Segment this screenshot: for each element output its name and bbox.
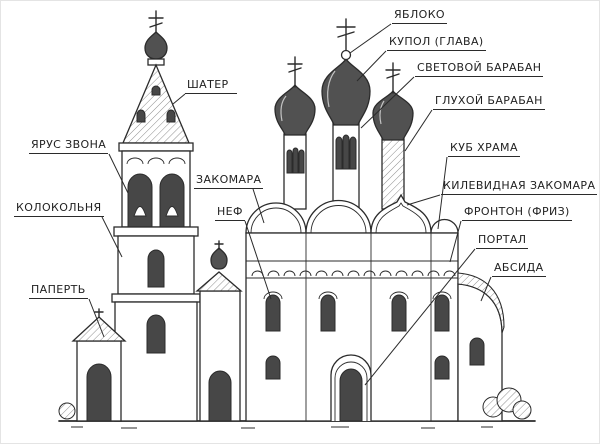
label-kilevidnaya-zakomara: КИЛЕВИДНАЯ ЗАКОМАРА (441, 180, 598, 195)
label-svetovoy-baraban: СВЕТОВОЙ БАРАБАН (415, 62, 544, 77)
label-glukhoy-baraban: ГЛУХОЙ БАРАБАН (433, 95, 545, 110)
apple-orb (340, 49, 352, 61)
label-zakomara: ЗАКОМАРА (194, 174, 264, 189)
main-church (245, 18, 505, 422)
label-yarus-zvona: ЯРУС ЗВОНА (29, 139, 109, 154)
bushes (58, 387, 532, 420)
onion-domes (274, 57, 414, 141)
keel-zakomara (370, 193, 432, 234)
crosses (287, 18, 401, 94)
label-shater: ШАТЕР (185, 79, 237, 94)
porch (71, 308, 127, 422)
label-absida: АБСИДА (492, 262, 546, 277)
windows (263, 291, 452, 380)
ground (58, 420, 536, 429)
label-kolokolnya: КОЛОКОЛЬНЯ (14, 202, 104, 217)
label-portal: ПОРТАЛ (476, 234, 529, 249)
bell-tower (111, 10, 201, 422)
label-nef: НЕФ (215, 206, 245, 221)
tent-roof (122, 63, 190, 144)
apse (457, 272, 505, 422)
label-kub-khrama: КУБ ХРАМА (448, 142, 520, 157)
zakomara-roofline (245, 193, 459, 234)
passage (195, 240, 243, 422)
label-yabloko: ЯБЛОКО (392, 9, 447, 24)
label-papert: ПАПЕРТЬ (29, 284, 88, 299)
frieze (246, 260, 458, 279)
label-kupol-glava: КУПОЛ (ГЛАВА) (387, 36, 486, 51)
label-fronton-friz: ФРОНТОН (ФРИЗ) (462, 206, 572, 221)
portal-door (330, 354, 372, 422)
leader-lines (88, 23, 492, 386)
